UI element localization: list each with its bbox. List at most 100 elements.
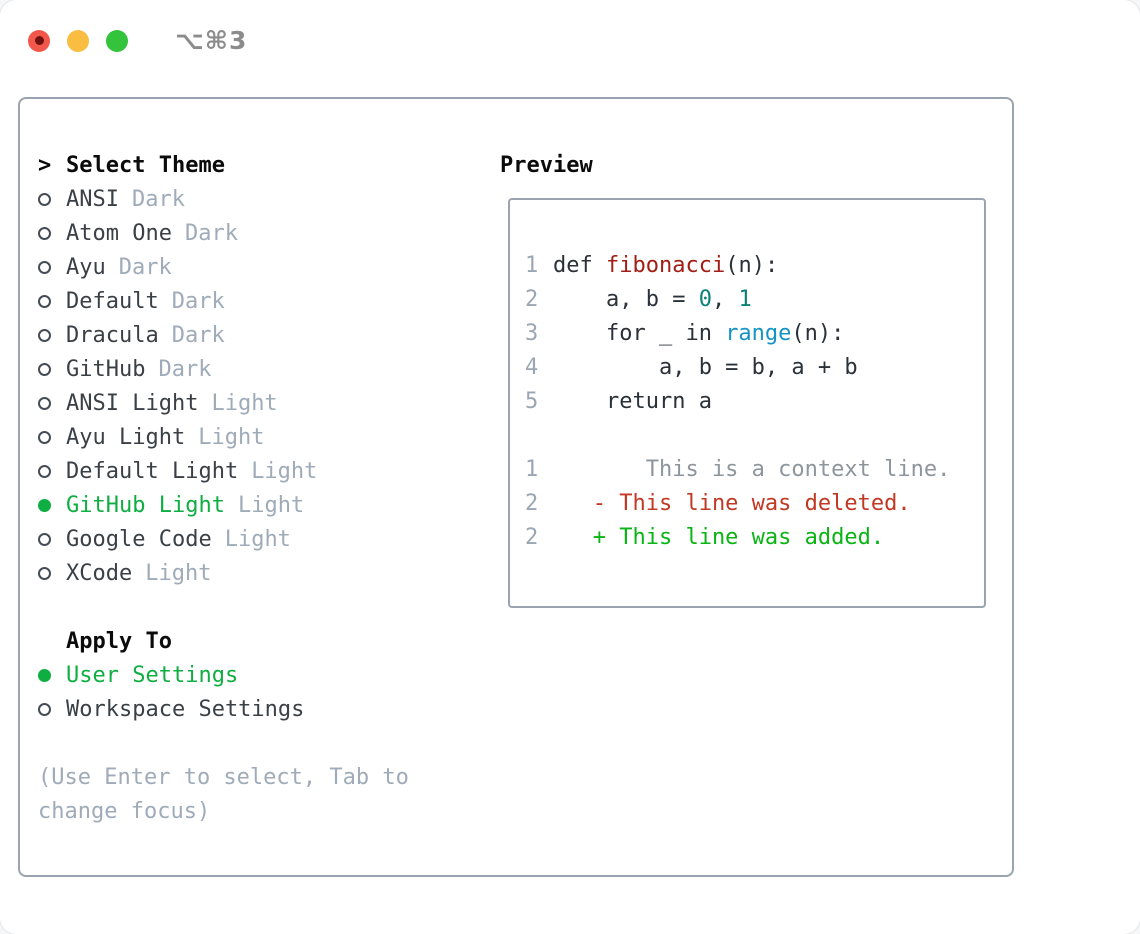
code-segment: This is a context line.: [553, 456, 951, 482]
theme-variant-tag: Dark: [118, 254, 172, 280]
radio-icon: [38, 566, 66, 580]
theme-variant-tag: Light: [198, 424, 265, 450]
theme-variant-tag: Dark: [171, 322, 225, 348]
close-button[interactable]: [28, 29, 50, 52]
theme-variant-tag: Light: [224, 526, 291, 552]
line-number: 2: [525, 524, 539, 550]
spacer: [38, 726, 478, 760]
radio-icon: [38, 192, 66, 206]
theme-list-title: Select Theme: [66, 152, 225, 178]
titlebar: ⌥⌘3: [28, 26, 247, 55]
radio-selected-icon: [38, 498, 66, 512]
theme-option[interactable]: Atom One Dark: [38, 216, 478, 250]
radio-dot: [38, 192, 51, 206]
code-segment: - This line was deleted.: [553, 490, 911, 516]
line-content: a, b = 0, 1: [553, 287, 752, 312]
option-label: Workspace Settings: [66, 696, 305, 722]
radio-dot: [38, 566, 51, 580]
radio-icon: [38, 294, 66, 308]
line-content: for _ in range(n):: [553, 321, 844, 346]
code-segment: (n):: [725, 252, 779, 278]
code-segment: def: [553, 252, 606, 278]
radio-icon: [38, 396, 66, 410]
theme-option[interactable]: ANSI Dark: [38, 182, 478, 216]
line-content: This is a context line.: [553, 456, 951, 482]
radio-icon: [38, 702, 66, 716]
preview-title: Preview: [500, 152, 593, 178]
apply-to-option[interactable]: User Settings: [38, 658, 478, 692]
code-segment: return a: [553, 388, 712, 414]
code-segment: + This line was added.: [553, 524, 885, 550]
window-shortcut-label: ⌥⌘3: [175, 26, 248, 55]
option-label: Ayu: [66, 254, 106, 280]
theme-option[interactable]: Ayu Dark: [38, 250, 478, 284]
theme-option[interactable]: GitHub Light Light: [38, 488, 478, 522]
option-label: Google Code: [66, 526, 212, 552]
maximize-button[interactable]: [106, 29, 128, 52]
preview-line: [525, 418, 984, 452]
code-segment: for _ in: [553, 320, 726, 346]
theme-variant-tag: Dark: [158, 356, 212, 382]
option-label: ANSI: [66, 186, 119, 212]
code-segment: 0: [698, 286, 712, 312]
radio-dot: [38, 430, 51, 444]
theme-variant-tag: Light: [145, 560, 212, 586]
apply-to-option[interactable]: Workspace Settings: [38, 692, 478, 726]
radio-dot: [38, 702, 51, 716]
theme-variant-tag: Dark: [131, 186, 185, 212]
option-label: Default: [66, 288, 159, 314]
cursor-caret-icon: >: [38, 152, 52, 178]
theme-picker-panel: [18, 97, 1014, 877]
radio-dot: [38, 498, 51, 512]
line-number: 1: [525, 456, 539, 482]
radio-icon: [38, 430, 66, 444]
radio-dot: [38, 294, 51, 308]
line-number: 2: [525, 490, 539, 516]
radio-dot: [38, 464, 51, 478]
option-label: ANSI Light: [66, 390, 199, 416]
radio-icon: [38, 226, 66, 240]
theme-option[interactable]: Default Dark: [38, 284, 478, 318]
radio-dot: [38, 260, 51, 274]
theme-variant-tag: Light: [237, 492, 305, 518]
line-number: 5: [525, 388, 539, 414]
theme-variant-tag: Dark: [171, 288, 225, 314]
apply-to-title: Apply To: [66, 628, 172, 654]
radio-dot: [38, 362, 51, 376]
theme-option[interactable]: GitHub Dark: [38, 352, 478, 386]
help-text-line-2: change focus): [38, 798, 211, 824]
line-number: 2: [525, 286, 539, 312]
line-content: def fibonacci(n):: [553, 253, 778, 278]
theme-variant-tag: Dark: [184, 220, 238, 246]
minimize-button[interactable]: [67, 29, 89, 52]
option-label: GitHub Light: [66, 492, 225, 518]
code-segment: range: [725, 320, 792, 346]
preview-line: 5 return a: [525, 384, 984, 418]
line-number: 3: [525, 320, 539, 346]
theme-option[interactable]: Google Code Light: [38, 522, 478, 556]
theme-list-title-row: > Select Theme: [38, 148, 478, 182]
option-label: User Settings: [66, 662, 239, 688]
option-label: Atom One: [66, 220, 172, 246]
code-segment: (n):: [791, 320, 845, 346]
option-label: GitHub: [66, 356, 146, 382]
radio-icon: [38, 260, 66, 274]
preview-line: 3 for _ in range(n):: [525, 316, 984, 350]
preview-line: 2 + This line was added.: [525, 520, 984, 554]
line-content: a, b = b, a + b: [553, 355, 858, 380]
radio-icon: [38, 328, 66, 342]
close-dot-icon: [34, 36, 44, 45]
radio-dot: [38, 328, 51, 342]
line-number: 4: [525, 354, 539, 380]
